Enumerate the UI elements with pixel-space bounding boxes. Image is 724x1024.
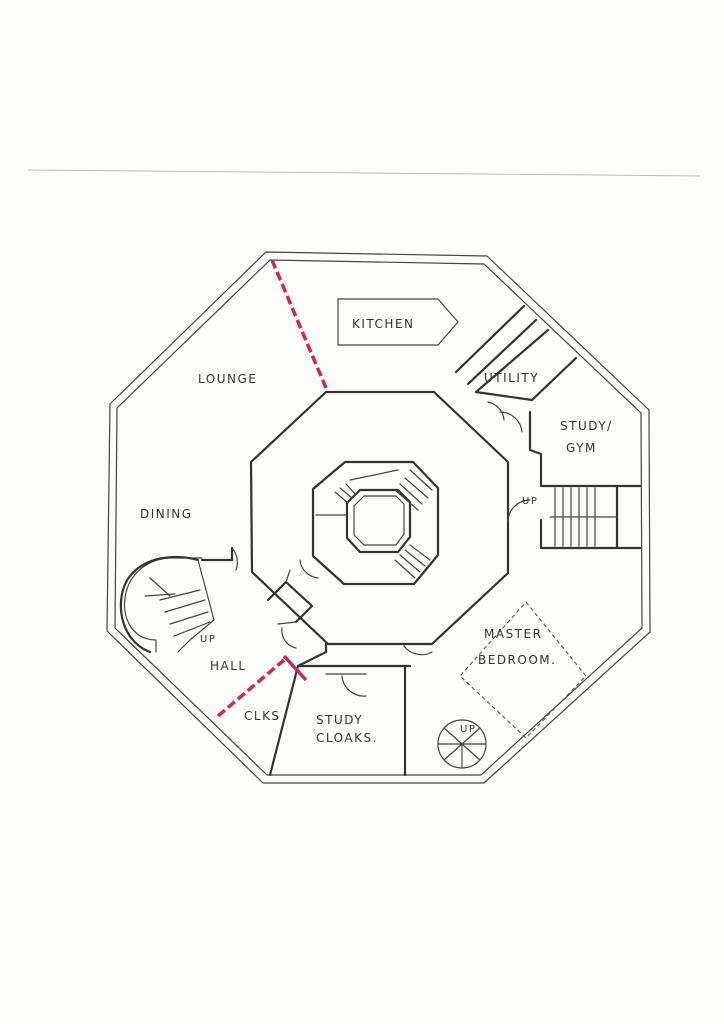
label-study-gym-2: GYM <box>566 441 597 455</box>
label-clks: CLKS <box>244 709 281 723</box>
label-study-cloaks-2: CLOAKS. <box>316 731 378 745</box>
fold-line <box>27 169 701 177</box>
hall-walls <box>200 546 314 625</box>
outer-wall <box>106 251 651 784</box>
stair-labels: UP UP UP <box>200 496 538 735</box>
kitchen-island <box>337 298 459 346</box>
label-lounge: LOUNGE <box>198 372 257 386</box>
master-bed <box>459 601 587 739</box>
doors <box>231 401 531 697</box>
study-gym-walls <box>528 410 642 550</box>
left-stair <box>119 555 215 654</box>
lower-room-walls <box>268 642 412 777</box>
removed-walls <box>216 259 328 718</box>
label-up-left: UP <box>200 634 216 645</box>
label-study-gym-1: STUDY/ <box>560 419 613 433</box>
right-stair-treads <box>549 487 618 547</box>
label-hall: HALL <box>210 659 247 673</box>
label-kitchen: KITCHEN <box>352 317 415 331</box>
label-master-1: MASTER <box>484 627 542 641</box>
label-up-right: UP <box>522 496 538 507</box>
label-study-cloaks-1: STUDY <box>316 713 363 727</box>
room-labels: KITCHEN UTILITY STUDY/ GYM LOUNGE DINING… <box>140 317 613 745</box>
utility-room-walls <box>454 304 578 402</box>
inner-octagon-wall <box>249 390 510 646</box>
label-dining: DINING <box>140 507 193 521</box>
label-utility: UTILITY <box>484 371 539 385</box>
spiral-stair <box>437 719 487 769</box>
central-stair <box>311 460 440 586</box>
label-master-2: BEDROOM. <box>478 653 556 667</box>
label-up-spiral: UP <box>460 724 476 735</box>
